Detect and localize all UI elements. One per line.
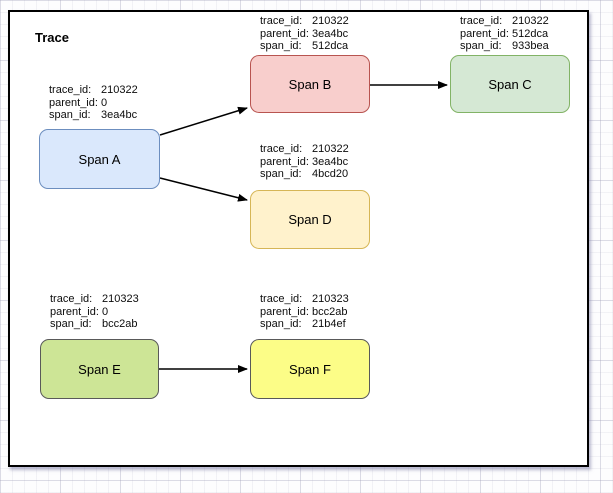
parent-id-label: parent_id: (460, 27, 509, 40)
annotation-row: span_id: 933bea (460, 40, 549, 53)
span-d-annotation[interactable]: trace_id: 210322 parent_id:3ea4bc span_id… (260, 143, 349, 181)
trace-id-label: trace_id: (50, 293, 93, 305)
parent-id-label: parent_id: (260, 305, 309, 318)
annotation-row: parent_id:0 (49, 97, 138, 110)
span-f-annotation[interactable]: trace_id: 210323 parent_id:bcc2ab span_id… (260, 293, 349, 331)
parent-id-label: parent_id: (50, 305, 99, 318)
span-node-a[interactable]: Span A (39, 129, 160, 189)
parent-id-label: parent_id: (260, 27, 309, 40)
span-id-label: span_id: (260, 318, 302, 330)
trace-id-value: 210322 (312, 143, 349, 155)
trace-id-value: 210323 (312, 293, 349, 305)
annotation-row: trace_id: 210323 (260, 293, 349, 306)
parent-id-label: parent_id: (49, 96, 98, 109)
parent-id-value: 3ea4bc (312, 27, 349, 40)
span-node-label: Span E (78, 361, 121, 377)
trace-id-label: trace_id: (49, 84, 92, 96)
span-a-annotation[interactable]: trace_id: 210322 parent_id:0 span_id: 3ea4… (49, 84, 138, 122)
span-id-label: span_id: (460, 40, 502, 52)
annotation-row: parent_id:0 (50, 306, 139, 319)
span-node-b[interactable]: Span B (250, 55, 370, 113)
span-id-label: span_id: (50, 318, 92, 330)
span-id-value: 4bcd20 (312, 168, 349, 180)
parent-id-value: 0 (101, 96, 108, 109)
annotation-row: span_id: bcc2ab (50, 318, 139, 331)
annotation-row: trace_id: 210322 (260, 143, 349, 156)
span-b-annotation[interactable]: trace_id: 210322 parent_id:3ea4bc span_id… (260, 15, 349, 53)
annotation-row: span_id: 3ea4bc (49, 109, 138, 122)
span-node-c[interactable]: Span C (450, 55, 570, 113)
span-node-d[interactable]: Span D (250, 190, 370, 249)
annotation-row: span_id: 21b4ef (260, 318, 349, 331)
annotation-row: trace_id: 210323 (50, 293, 139, 306)
parent-id-value: bcc2ab (312, 305, 348, 318)
span-id-label: span_id: (49, 109, 91, 121)
span-id-value: bcc2ab (102, 318, 138, 330)
edge-span-a-to-span-d[interactable] (159, 177, 248, 202)
parent-id-value: 0 (102, 305, 109, 318)
annotation-row: trace_id: 210322 (260, 15, 349, 28)
parent-id-label: parent_id: (260, 155, 309, 168)
annotation-row: parent_id:3ea4bc (260, 28, 349, 41)
annotation-row: span_id: 4bcd20 (260, 168, 349, 181)
span-e-annotation[interactable]: trace_id: 210323 parent_id:0 span_id: bcc2… (50, 293, 139, 331)
span-node-label: Span F (289, 361, 331, 377)
annotation-row: span_id: 512dca (260, 40, 349, 53)
parent-id-value: 512dca (512, 27, 549, 40)
span-node-label: Span C (488, 76, 532, 92)
trace-id-label: trace_id: (260, 143, 303, 155)
annotation-row: parent_id:3ea4bc (260, 156, 349, 169)
trace-title: Trace (35, 30, 69, 45)
parent-id-value: 3ea4bc (312, 155, 349, 168)
edge-span-a-to-span-b[interactable] (159, 106, 248, 136)
span-id-value: 3ea4bc (101, 109, 138, 121)
trace-id-value: 210322 (512, 15, 549, 27)
annotation-row: parent_id:bcc2ab (260, 306, 349, 319)
trace-id-value: 210322 (101, 84, 138, 96)
span-id-value: 21b4ef (312, 318, 346, 330)
span-node-label: Span D (288, 212, 332, 227)
span-id-label: span_id: (260, 40, 302, 52)
annotation-row: trace_id: 210322 (49, 84, 138, 97)
span-node-label: Span A (78, 151, 121, 167)
annotation-row: parent_id:512dca (460, 28, 549, 41)
trace-id-value: 210323 (102, 293, 139, 305)
span-id-label: span_id: (260, 168, 302, 180)
span-id-value: 933bea (512, 40, 549, 52)
trace-id-label: trace_id: (260, 293, 303, 305)
span-id-value: 512dca (312, 40, 349, 52)
trace-id-label: trace_id: (260, 15, 303, 27)
annotation-row: trace_id: 210322 (460, 15, 549, 28)
edges-layer (157, 81, 448, 373)
span-node-label: Span B (288, 76, 332, 92)
trace-container[interactable]: Trace trace_id:210322 parent_id:0 span_i… (8, 10, 589, 467)
span-node-e[interactable]: Span E (40, 339, 159, 399)
trace-id-label: trace_id: (460, 15, 503, 27)
span-node-f[interactable]: Span F (250, 339, 370, 399)
trace-id-value: 210322 (312, 15, 349, 27)
span-c-annotation[interactable]: trace_id: 210322 parent_id:512dca span_id… (460, 15, 549, 53)
